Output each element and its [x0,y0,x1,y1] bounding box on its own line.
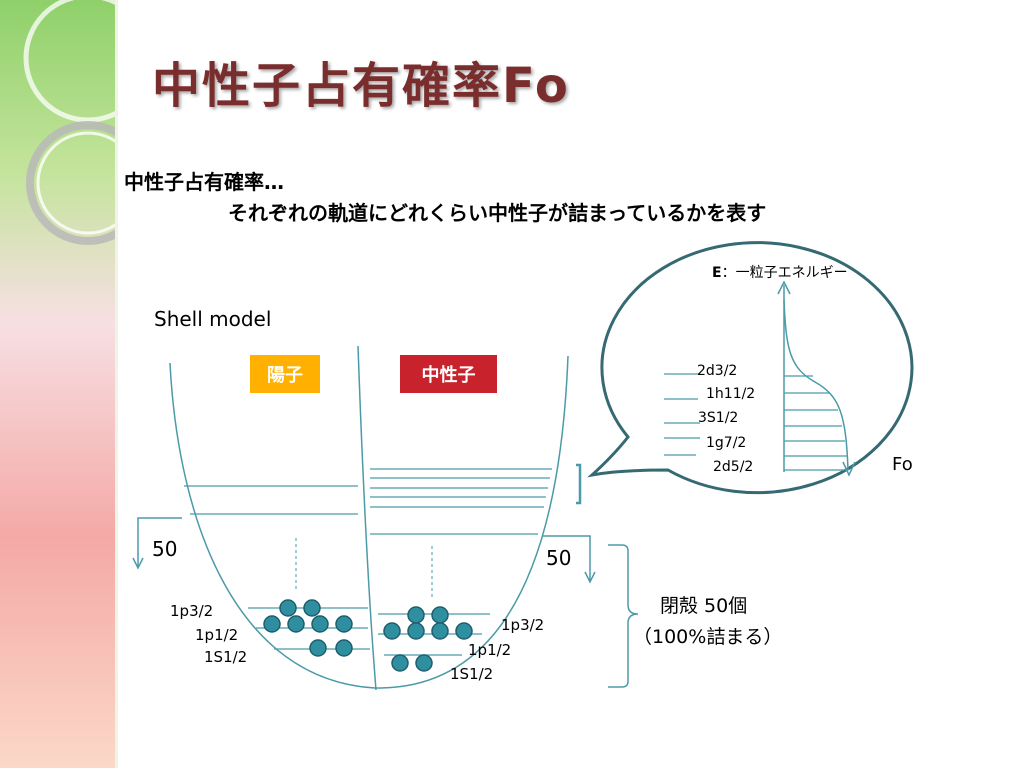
sidebar-decoration [0,0,153,768]
proton-count-arrowhead [132,557,144,570]
speech-bubble [587,241,914,495]
definition-body: それぞれの軌道にどれくらい中性子が詰まっているかを表す [228,201,767,225]
fo-level-lines [784,375,848,471]
neutron-count-arrowhead [584,571,596,584]
fo-curve [783,299,849,471]
proton-nucleon [309,639,327,657]
bubble-level-label: 1g7/2 [706,435,746,451]
proton-nucleons [263,599,353,657]
neutron-nucleon [455,622,473,640]
proton-nucleon [279,599,297,617]
neutron-nucleon [431,622,449,640]
closed-shell-brace [608,544,639,688]
fo-axis-arrow [842,461,856,477]
closed-shell-note: （100%詰まる） [633,626,782,648]
neutron-nucleon [407,622,425,640]
proton-level-label: 1p3/2 [170,602,213,620]
energy-axis-arrow [777,280,791,295]
energy-axis-text: ：一粒子エネルギー [722,265,848,281]
bubble-level-label: 2d5/2 [713,459,753,475]
energy-axis-symbol: E [712,265,722,281]
proton-level-label: 1p1/2 [195,626,238,644]
neutron-nucleon [431,606,449,624]
neutron-nucleon [407,606,425,624]
neutron-level-label: 1p1/2 [468,641,511,659]
potential-well-curve [169,355,569,689]
proton-badge: 陽子 [250,355,320,393]
neutron-level-lines [370,468,552,656]
neutron-nucleon [383,622,401,640]
neutron-nucleon [415,654,433,672]
well-divider [357,345,377,691]
page-title: 中性子占有確率Fo [152,58,570,114]
definition-heading: 中性子占有確率… [124,170,284,194]
neutron-count: 50 [546,546,571,570]
bubble-level-ticks [664,373,700,456]
proton-count-arrow [137,517,182,566]
proton-nucleon [335,615,353,633]
bubble-level-label: 2d3/2 [697,363,737,379]
proton-nucleon [263,615,281,633]
neutron-level-bracket [576,463,582,505]
proton-level-label: 1S1/2 [204,648,247,666]
proton-nucleon [335,639,353,657]
neutron-nucleon [391,654,409,672]
neutron-badge: 中性子 [400,355,497,393]
fo-axis-label: Fo [892,454,913,475]
proton-count: 50 [152,537,177,561]
proton-nucleon [287,615,305,633]
neutron-level-label: 1S1/2 [450,665,493,683]
proton-nucleon [311,615,329,633]
neutron-nucleons [383,606,473,672]
neutron-level-label: 1p3/2 [501,616,544,634]
neutron-count-arrow [542,535,591,580]
bubble-level-label: 3S1/2 [698,410,738,426]
bubble-level-label: 1h11/2 [706,386,755,402]
proton-nucleon [303,599,321,617]
closed-shell-label: 閉殻 50個 [660,595,747,617]
model-label: Shell model [154,307,271,331]
energy-axis-label: E：一粒子エネルギー [712,265,848,281]
